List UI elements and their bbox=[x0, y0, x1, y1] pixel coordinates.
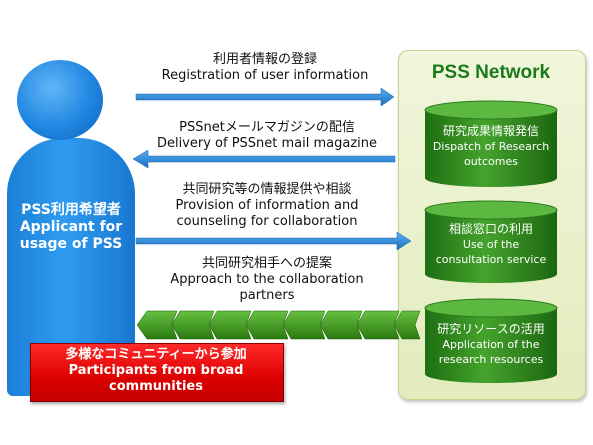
service-dispatch-jp: 研究成果情報発信 bbox=[442, 124, 539, 138]
flow-label-jp: PSSnetメールマガジンの配信 bbox=[179, 120, 355, 135]
flow-label-registration: 利用者情報の登録 Registration of user informatio… bbox=[138, 52, 392, 84]
service-resources-en-1: Application of the bbox=[442, 338, 540, 351]
applicant-label: PSS利用希望者 Applicant for usage of PSS bbox=[8, 202, 134, 253]
service-consultation-jp: 相談窓口の利用 bbox=[448, 222, 533, 236]
service-cylinder-resources: 研究リソースの活用 Application of the research re… bbox=[424, 298, 558, 384]
flow-label-en-2: partners bbox=[239, 288, 295, 303]
service-resources-en-2: research resources bbox=[438, 353, 544, 366]
service-cylinder-dispatch: 研究成果情報発信 Dispatch of Research outcomes bbox=[424, 100, 558, 188]
service-dispatch-en-2: outcomes bbox=[463, 155, 518, 168]
applicant-label-en-1: Applicant for bbox=[19, 219, 123, 235]
flow-label-provision: 共同研究等の情報提供や相談 Provision of information a… bbox=[138, 182, 396, 230]
flow-label-jp: 利用者情報の登録 bbox=[212, 52, 317, 67]
applicant-label-jp: PSS利用希望者 bbox=[21, 202, 121, 218]
flow-label-en-1: Provision of information and bbox=[175, 198, 359, 213]
applicant-label-en-2: usage of PSS bbox=[19, 236, 123, 252]
community-label: 多様なコミュニティーから参加 Participants from broad c… bbox=[30, 347, 282, 395]
chevron-arrow-approach bbox=[136, 310, 421, 340]
flow-label-mail-magazine: PSSnetメールマガジンの配信 Delivery of PSSnet mail… bbox=[138, 120, 396, 152]
service-resources-jp: 研究リソースの活用 bbox=[437, 322, 545, 336]
cylinder-shape bbox=[424, 100, 558, 187]
pss-network-title: PSS Network bbox=[431, 62, 551, 83]
community-label-en-2: communities bbox=[109, 379, 203, 394]
flow-label-jp: 共同研究相手への提案 bbox=[201, 256, 332, 271]
community-label-jp: 多様なコミュニティーから参加 bbox=[65, 347, 247, 362]
cylinder-shape bbox=[424, 298, 558, 383]
flow-label-en-1: Approach to the collaboration bbox=[170, 272, 364, 287]
service-consultation-en-1: Use of the bbox=[462, 238, 520, 251]
service-consultation-en-2: consultation service bbox=[435, 253, 547, 266]
service-cylinder-consultation: 相談窓口の利用 Use of the consultation service bbox=[424, 200, 558, 284]
flow-label-en: Delivery of PSSnet mail magazine bbox=[156, 136, 378, 151]
service-dispatch-en-1: Dispatch of Research bbox=[432, 140, 550, 153]
flow-label-jp: 共同研究等の情報提供や相談 bbox=[182, 182, 352, 197]
arrow-provision bbox=[135, 231, 412, 251]
flow-label-en-2: counseling for collaboration bbox=[176, 214, 358, 229]
cylinder-shape bbox=[424, 200, 558, 283]
arrow-registration bbox=[135, 87, 395, 107]
flow-label-en: Registration of user information bbox=[161, 68, 369, 83]
community-label-en-1: Participants from broad bbox=[68, 363, 244, 378]
community-box bbox=[30, 343, 284, 402]
arrow-mail-magazine bbox=[132, 149, 396, 169]
applicant-figure-head bbox=[17, 60, 103, 140]
flow-label-approach: 共同研究相手への提案 Approach to the collaboration… bbox=[138, 256, 396, 304]
